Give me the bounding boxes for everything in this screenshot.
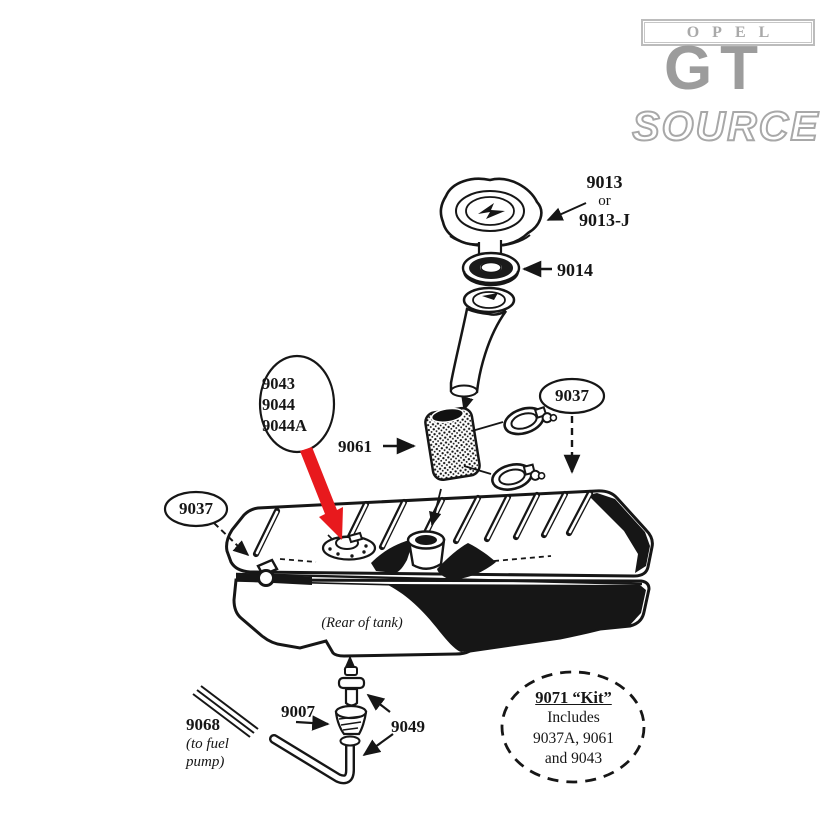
kit-line4: and 9043 <box>544 749 603 767</box>
label-kit: 9071 “Kit” Includes 9037A, 9061 and 9043 <box>505 687 642 769</box>
label-9061: 9061 <box>338 437 372 456</box>
outlet-pipe <box>269 734 361 785</box>
hose-clamp-upper <box>503 405 558 436</box>
hose-clamps <box>429 405 558 527</box>
filler-neck <box>449 286 516 412</box>
tank-outlet-parts <box>192 655 368 785</box>
kit-line3: 9037A, 9061 <box>533 729 614 747</box>
label-9068-number: 9068 <box>186 715 220 734</box>
hose-clamp-lower <box>491 463 546 491</box>
kit-line2: Includes <box>547 709 600 727</box>
label-9013j: 9013-J <box>579 210 630 231</box>
label-9013-line1: 9013 <box>586 172 623 192</box>
callout-oval-9037-left <box>163 490 229 528</box>
callout-oval-9037-right <box>538 377 606 415</box>
red-highlight-arrow <box>300 447 343 540</box>
outlet-grommet <box>334 704 368 736</box>
sender-flange <box>321 531 377 561</box>
label-9007: 9007 <box>281 702 315 721</box>
gt-logo-text: GT <box>663 34 767 103</box>
filler-hose <box>424 406 481 481</box>
label-9049: 9049 <box>391 717 425 736</box>
label-9068-note2: pump) <box>186 753 225 770</box>
rear-of-tank-note: (Rear of tank) <box>321 615 403 631</box>
fuel-line <box>192 685 259 738</box>
filler-stub <box>371 530 496 580</box>
label-sender: 9043 9044 9044A <box>262 374 334 437</box>
opel-logo-box: OPEL <box>641 19 815 46</box>
label-9037-left: 9037 <box>179 499 213 518</box>
callout-oval-kit <box>500 670 646 784</box>
label-9013-or: or <box>598 192 611 209</box>
callout-leaders <box>163 202 646 784</box>
fuel-tank <box>225 489 654 658</box>
callout-oval-sender <box>258 354 336 454</box>
outlet-bolt <box>337 666 366 707</box>
fuel-cap <box>439 177 543 260</box>
kit-title: 9071 “Kit” <box>535 688 612 707</box>
label-9068-note1: (to fuel <box>186 735 229 752</box>
label-9013: 9013 or 9013-J <box>557 172 652 231</box>
label-9014: 9014 <box>557 260 593 280</box>
opel-logo-text: OPEL <box>686 23 783 41</box>
cap-gasket <box>461 251 521 287</box>
label-9068: 9068 (to fuel pump) <box>186 715 266 771</box>
label-9044: 9044 <box>262 394 295 414</box>
opel-logo-inner-border: OPEL <box>644 22 812 43</box>
vent-fitting <box>256 558 279 587</box>
label-9043: 9043 <box>262 374 295 393</box>
label-9037-right: 9037 <box>555 386 589 405</box>
source-logo-text: SOURCE <box>631 103 820 149</box>
label-9044a: 9044A <box>262 415 307 435</box>
